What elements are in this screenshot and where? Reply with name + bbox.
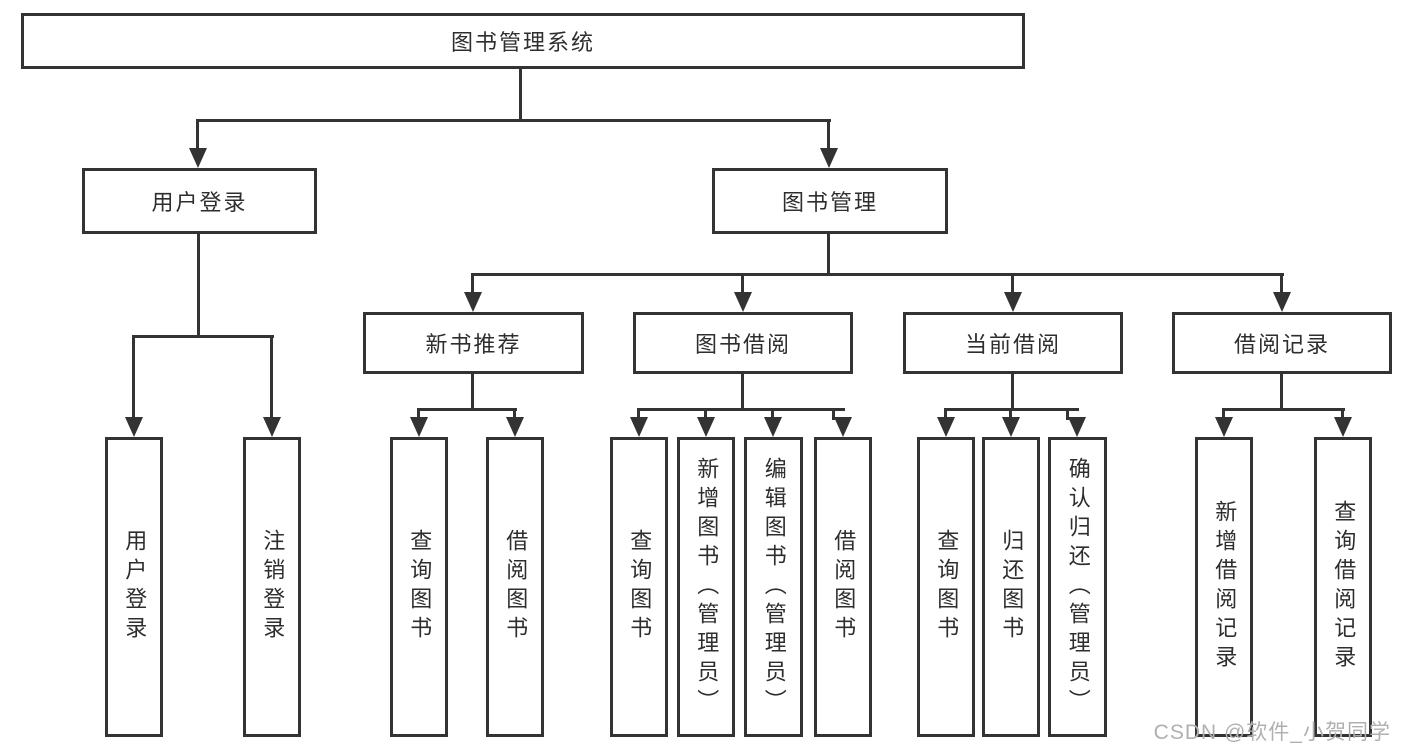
arrowhead-down-icon xyxy=(506,417,524,437)
node-label: 新书推荐 xyxy=(425,332,522,357)
arrowhead-down-icon xyxy=(1068,417,1086,437)
leaf-add-borrow-record: 新增借阅记录 xyxy=(1195,437,1253,737)
node-label: 图书管理 xyxy=(781,190,878,215)
leaf-query-borrow-record: 查询借阅记录 xyxy=(1314,437,1372,737)
arrowhead-down-icon xyxy=(263,417,281,437)
arrowhead-down-icon xyxy=(734,292,752,312)
leaf-label: 新增借阅记录 xyxy=(1212,500,1238,674)
leaf-query-book-3: 查询图书 xyxy=(917,437,975,737)
leaf-label: 查询图书 xyxy=(627,529,653,645)
connector-hline xyxy=(419,408,517,411)
node-label: 图书借阅 xyxy=(694,332,791,357)
arrowhead-down-icon xyxy=(125,417,143,437)
connector-vline xyxy=(1011,374,1014,408)
connector-vline xyxy=(637,408,640,420)
connector-vline xyxy=(944,408,947,420)
connector-vline xyxy=(471,374,474,408)
leaf-label: 借阅图书 xyxy=(503,529,529,645)
node-new-book-recommend: 新书推荐 xyxy=(363,312,584,374)
connector-vline xyxy=(519,69,522,120)
connector-hline xyxy=(639,408,845,411)
leaf-label: 注销登录 xyxy=(260,529,286,645)
connector-vline xyxy=(1009,408,1012,420)
leaf-borrow-book-1: 借阅图书 xyxy=(486,437,544,737)
connector-vline xyxy=(1280,374,1283,408)
arrowhead-down-icon xyxy=(697,417,715,437)
connector-vline xyxy=(1341,408,1344,420)
leaf-return-book: 归还图书 xyxy=(982,437,1040,737)
connector-vline xyxy=(832,408,835,420)
connector-vline xyxy=(197,234,200,337)
leaf-label: 确认归还（管理员） xyxy=(1065,456,1091,718)
node-book-management: 图书管理 xyxy=(712,168,948,234)
arrowhead-down-icon xyxy=(464,292,482,312)
node-label: 图书管理系统 xyxy=(450,30,595,55)
connector-vline xyxy=(827,119,830,150)
arrowhead-down-icon xyxy=(1004,292,1022,312)
connector-vline xyxy=(471,273,474,294)
leaf-borrow-book-2: 借阅图书 xyxy=(814,437,872,737)
node-user-login: 用户登录 xyxy=(82,168,317,234)
leaf-label: 查询图书 xyxy=(407,529,433,645)
connector-vline xyxy=(704,408,707,420)
connector-hline xyxy=(198,119,831,122)
leaf-add-book-admin: 新增图书（管理员） xyxy=(677,437,735,737)
leaf-query-book-1: 查询图书 xyxy=(390,437,448,737)
connector-vline xyxy=(513,408,516,420)
node-library-system: 图书管理系统 xyxy=(21,13,1025,69)
leaf-label: 用户登录 xyxy=(122,529,148,645)
leaf-label: 借阅图书 xyxy=(831,529,857,645)
leaf-confirm-return-admin: 确认归还（管理员） xyxy=(1048,437,1107,737)
connector-vline xyxy=(741,273,744,294)
node-book-borrow: 图书借阅 xyxy=(633,312,853,374)
connector-vline xyxy=(1011,273,1014,294)
arrowhead-down-icon xyxy=(1334,417,1352,437)
leaf-label: 归还图书 xyxy=(999,529,1025,645)
arrowhead-down-icon xyxy=(1273,292,1291,312)
connector-vline xyxy=(196,119,199,150)
connector-vline xyxy=(827,234,830,275)
arrowhead-down-icon xyxy=(1215,417,1233,437)
node-label: 当前借阅 xyxy=(964,332,1061,357)
connector-hline xyxy=(946,408,1079,411)
arrowhead-down-icon xyxy=(1002,417,1020,437)
arrowhead-down-icon xyxy=(189,148,207,168)
connector-vline xyxy=(132,335,135,419)
leaf-user-login: 用户登录 xyxy=(105,437,163,737)
csdn-watermark: CSDN @软件_小贺同学 xyxy=(1153,721,1391,744)
node-label: 借阅记录 xyxy=(1233,332,1330,357)
arrowhead-down-icon xyxy=(937,417,955,437)
leaf-label: 查询借阅记录 xyxy=(1331,500,1357,674)
arrowhead-down-icon xyxy=(410,417,428,437)
leaf-query-book-2: 查询图书 xyxy=(610,437,668,737)
leaf-edit-book-admin: 编辑图书（管理员） xyxy=(744,437,803,737)
connector-vline xyxy=(270,335,273,419)
connector-vline xyxy=(1222,408,1225,420)
connector-vline xyxy=(1280,273,1283,294)
node-label: 用户登录 xyxy=(151,190,248,215)
arrowhead-down-icon xyxy=(820,148,838,168)
node-borrow-records: 借阅记录 xyxy=(1172,312,1392,374)
node-current-borrow: 当前借阅 xyxy=(903,312,1123,374)
connector-vline xyxy=(1066,408,1069,420)
leaf-logout: 注销登录 xyxy=(243,437,301,737)
connector-hline xyxy=(134,335,274,338)
leaf-label: 新增图书（管理员） xyxy=(694,456,720,718)
leaf-label: 编辑图书（管理员） xyxy=(761,456,787,718)
connector-vline xyxy=(741,374,744,408)
connector-vline xyxy=(417,408,420,420)
connector-vline xyxy=(771,408,774,420)
connector-hline xyxy=(473,273,1284,276)
leaf-label: 查询图书 xyxy=(934,529,960,645)
arrowhead-down-icon xyxy=(630,417,648,437)
arrowhead-down-icon xyxy=(764,417,782,437)
connector-hline xyxy=(1224,408,1345,411)
arrowhead-down-icon xyxy=(834,417,852,437)
